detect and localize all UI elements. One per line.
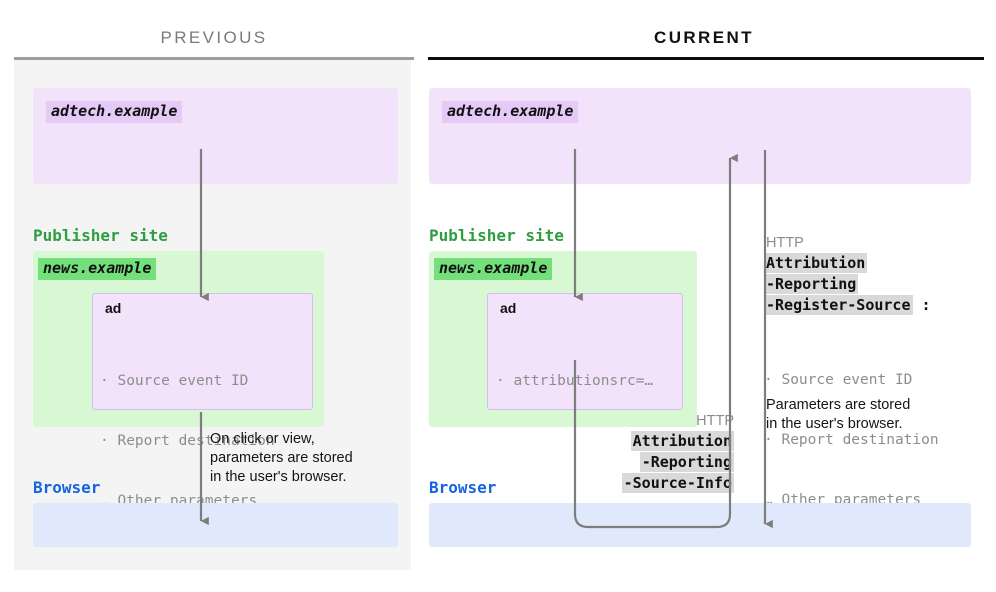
current-http-response-block: HTTP Attribution -Reporting -Register-So… xyxy=(764,234,931,316)
divider-previous xyxy=(14,57,414,60)
column-title-current: CURRENT xyxy=(654,28,754,47)
previous-browser-region xyxy=(33,503,398,547)
current-adtech-domain-chip: adtech.example xyxy=(442,101,579,123)
column-title-previous: PREVIOUS xyxy=(160,28,268,47)
previous-ad-card xyxy=(92,293,313,410)
current-ad-title: ad xyxy=(500,300,517,316)
previous-browser-label: Browser xyxy=(33,478,101,497)
previous-ad-param: · Report destination xyxy=(100,433,275,449)
current-publisher-domain-chip: news.example xyxy=(434,258,553,280)
previous-storage-note: On click or view, parameters are stored … xyxy=(210,431,353,485)
current-browser-region xyxy=(429,503,971,547)
http-request-token: -Source-Info xyxy=(621,473,734,493)
previous-ad-title: ad xyxy=(105,300,122,316)
previous-publisher-site-label: Publisher site xyxy=(33,226,168,245)
current-browser-label: Browser xyxy=(429,478,497,497)
current-ad-params: · attributionsrc=… xyxy=(496,331,653,431)
current-ad-param: · attributionsrc=… xyxy=(496,373,654,389)
http-request-token: Attribution xyxy=(630,431,734,451)
previous-ad-param: · Source event ID xyxy=(100,373,249,389)
divider-current xyxy=(428,57,984,60)
http-response-protocol: HTTP xyxy=(766,235,804,251)
current-response-param: · Report destination xyxy=(764,432,939,448)
current-storage-note: Parameters are stored in the user's brow… xyxy=(766,397,911,432)
http-request-token: -Reporting xyxy=(639,452,734,472)
current-arrow-request-curve xyxy=(573,153,738,529)
http-response-token: -Register-Source : xyxy=(764,295,931,315)
current-ad-card xyxy=(487,293,683,410)
http-response-token: -Reporting xyxy=(764,274,859,294)
http-request-protocol: HTTP xyxy=(696,413,734,429)
current-http-request-block: HTTP Attribution -Reporting -Source-Info xyxy=(621,412,734,494)
previous-adtech-domain-chip: adtech.example xyxy=(46,101,183,123)
current-publisher-site-label: Publisher site xyxy=(429,226,564,245)
http-response-token: Attribution xyxy=(764,253,868,273)
current-response-param: · Source event ID xyxy=(764,372,913,388)
previous-publisher-domain-chip: news.example xyxy=(38,258,157,280)
